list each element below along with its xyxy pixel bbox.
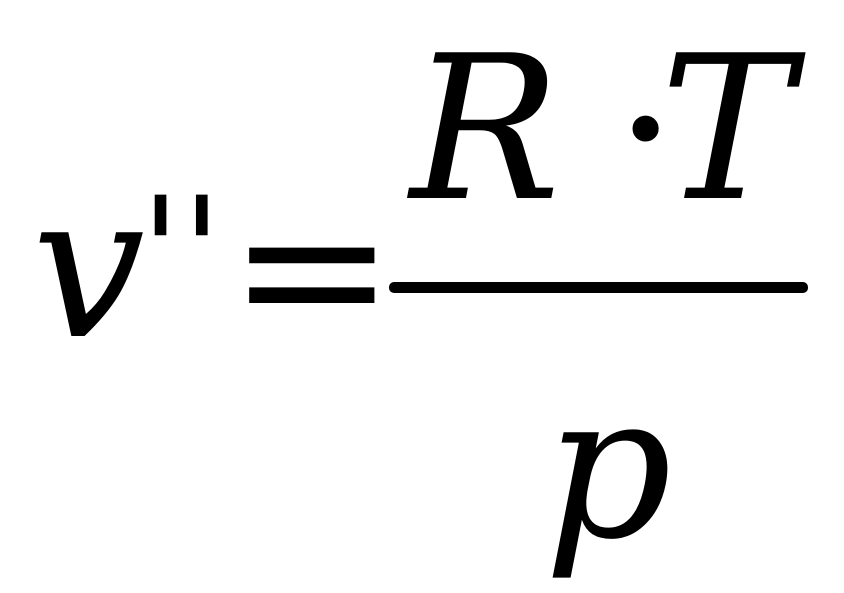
fraction-bar — [389, 282, 808, 293]
lhs-double-prime: '' — [140, 166, 223, 340]
fraction-numerator: R · T — [410, 13, 794, 246]
equals-sign: = — [228, 153, 396, 386]
multiplication-dot: · — [614, 13, 678, 246]
numerator-variable-t: T — [660, 13, 794, 246]
lhs-variable-v: v — [32, 151, 145, 384]
numerator-variable-r: R — [410, 13, 561, 246]
denominator-variable-p: p — [544, 351, 673, 584]
